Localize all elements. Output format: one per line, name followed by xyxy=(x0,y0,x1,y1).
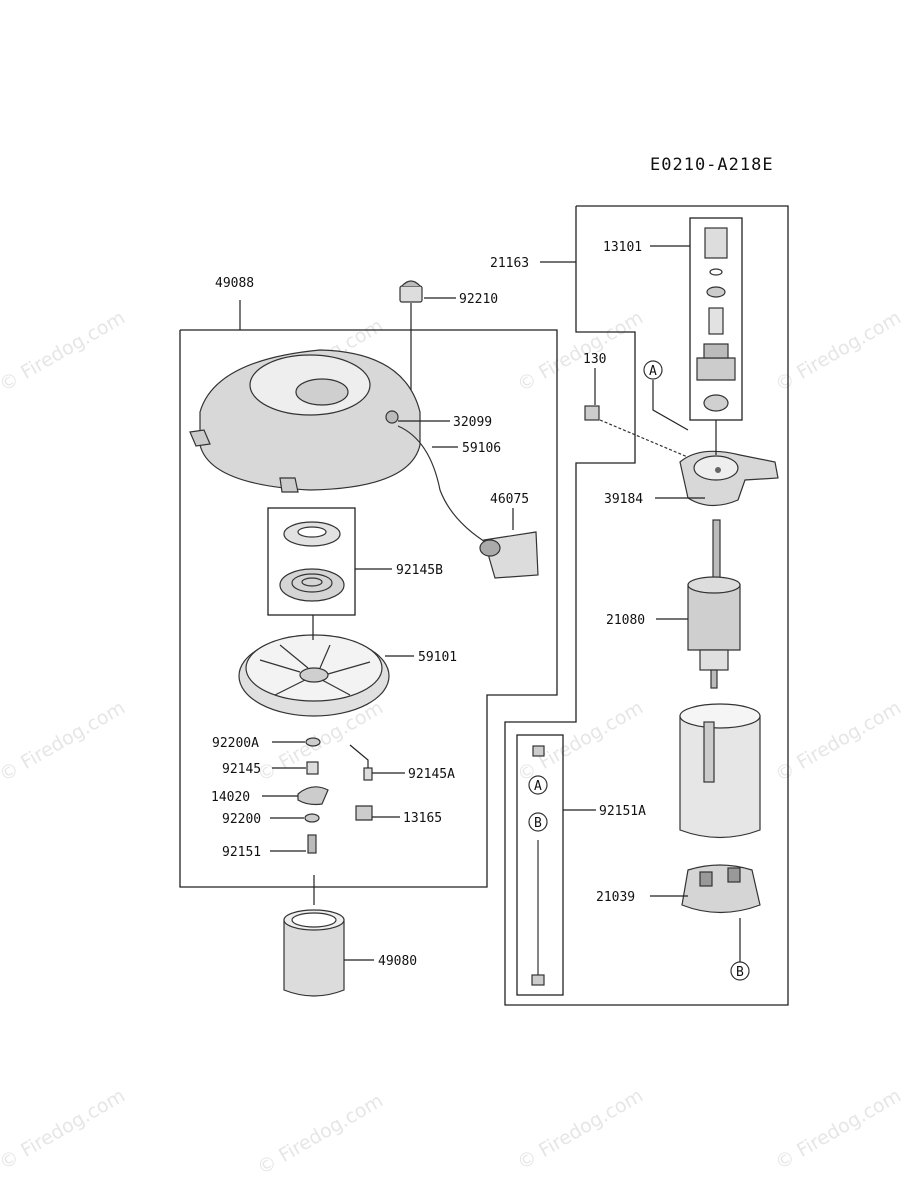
spring-subgroup-box xyxy=(267,507,356,616)
label-46075: 46075 xyxy=(490,492,529,507)
recoil-spring-part xyxy=(279,521,345,602)
pulley-cup-part xyxy=(283,909,345,997)
label-21080: 21080 xyxy=(606,613,645,628)
starter-handle-part xyxy=(479,531,539,579)
marker-a-label: A xyxy=(649,364,657,379)
watermark: © Firedog.com xyxy=(772,1085,905,1175)
spring-a-part xyxy=(363,767,373,781)
watermark: © Firedog.com xyxy=(254,1090,387,1180)
electric-starter-group-box xyxy=(504,205,789,1006)
watermark: © Firedog.com xyxy=(0,697,129,787)
watermark: © Firedog.com xyxy=(514,697,647,787)
watermark: © Firedog.com xyxy=(0,307,129,397)
label-13165: 13165 xyxy=(403,811,442,826)
label-59101: 59101 xyxy=(418,650,457,665)
reel-part xyxy=(238,634,390,717)
label-92210: 92210 xyxy=(459,292,498,307)
bolt-130-part xyxy=(584,405,600,421)
watermark: © Firedog.com xyxy=(0,1085,129,1175)
diagram-code: E0210-A218E xyxy=(650,155,774,175)
washer-b-part xyxy=(304,813,320,823)
watermark: © Firedog.com xyxy=(772,697,905,787)
armature-part xyxy=(687,519,741,689)
spring-part xyxy=(306,761,319,775)
watermarks: © Firedog.com © Firedog.com © Firedog.co… xyxy=(0,307,905,1180)
through-bolt-box xyxy=(516,734,564,996)
label-49080: 49080 xyxy=(378,954,417,969)
label-92145A: 92145A xyxy=(408,767,455,782)
label-49088: 49088 xyxy=(215,276,254,291)
guide-part xyxy=(355,805,373,821)
recoil-starter-group-box xyxy=(179,329,558,888)
watermark: © Firedog.com xyxy=(514,307,647,397)
label-92151A: 92151A xyxy=(599,804,646,819)
marker-a xyxy=(643,360,663,380)
starter-case-part xyxy=(189,349,421,493)
ratchet-part xyxy=(297,786,329,806)
label-21163: 21163 xyxy=(490,256,529,271)
yoke-part xyxy=(679,703,761,839)
drive-kit-part xyxy=(696,227,736,412)
marker-a-bolt-label: A xyxy=(534,779,542,794)
label-13101: 13101 xyxy=(603,240,642,255)
watermark: © Firedog.com xyxy=(514,1085,647,1175)
label-92151: 92151 xyxy=(222,845,261,860)
brush-holder-part xyxy=(681,864,761,914)
marker-b xyxy=(730,961,750,981)
marker-b-bolt xyxy=(528,812,548,832)
label-14020: 14020 xyxy=(211,790,250,805)
label-59106: 59106 xyxy=(462,441,501,456)
label-92200: 92200 xyxy=(222,812,261,827)
watermark: © Firedog.com xyxy=(772,307,905,397)
bolt-part xyxy=(307,834,317,854)
label-92200A: 92200A xyxy=(212,736,259,751)
marker-b-label: B xyxy=(736,965,744,980)
washer-part xyxy=(305,737,321,747)
marker-b-bolt-label: B xyxy=(534,816,542,831)
label-39184: 39184 xyxy=(604,492,643,507)
label-92145B: 92145B xyxy=(396,563,443,578)
label-21039: 21039 xyxy=(596,890,635,905)
starter-rope-part xyxy=(397,425,491,546)
label-92145: 92145 xyxy=(222,762,261,777)
marker-a-bolt xyxy=(528,775,548,795)
through-bolt-part xyxy=(531,745,545,986)
bracket-part xyxy=(679,450,779,507)
cap-nut-part xyxy=(399,280,423,303)
label-32099: 32099 xyxy=(453,415,492,430)
label-130: 130 xyxy=(583,352,606,367)
